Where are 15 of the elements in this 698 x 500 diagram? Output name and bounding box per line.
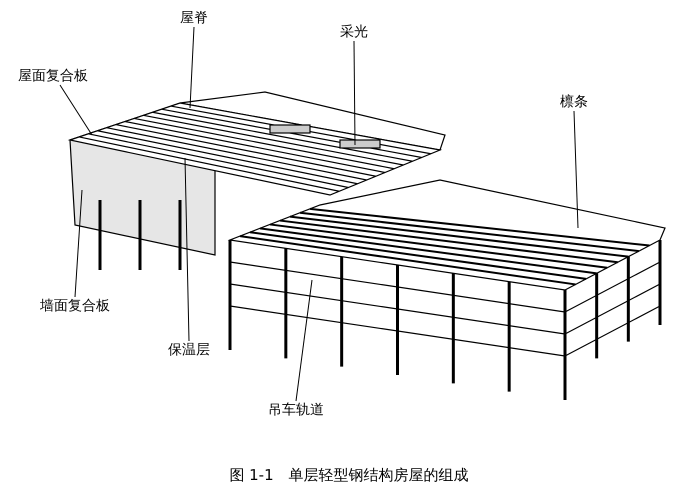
- part-label: 屋脊: [180, 10, 208, 26]
- part-label: 保温层: [168, 342, 210, 358]
- leader-line: [574, 110, 578, 228]
- part-label: 采光: [340, 24, 368, 40]
- leader-line: [184, 158, 190, 342]
- figure-caption: 图 1-1 单层轻型钢结构房屋的组成: [228, 466, 470, 485]
- part-label: 屋面复合板: [18, 68, 88, 84]
- part-label: 吊车轨道: [268, 402, 324, 418]
- leader-line: [190, 26, 194, 108]
- leader-line: [60, 84, 92, 136]
- leader-line: [74, 190, 82, 298]
- part-label: 墙面复合板: [40, 298, 110, 314]
- leader-line: [296, 280, 312, 402]
- leader-line: [354, 40, 356, 146]
- part-label: 檩条: [560, 94, 588, 110]
